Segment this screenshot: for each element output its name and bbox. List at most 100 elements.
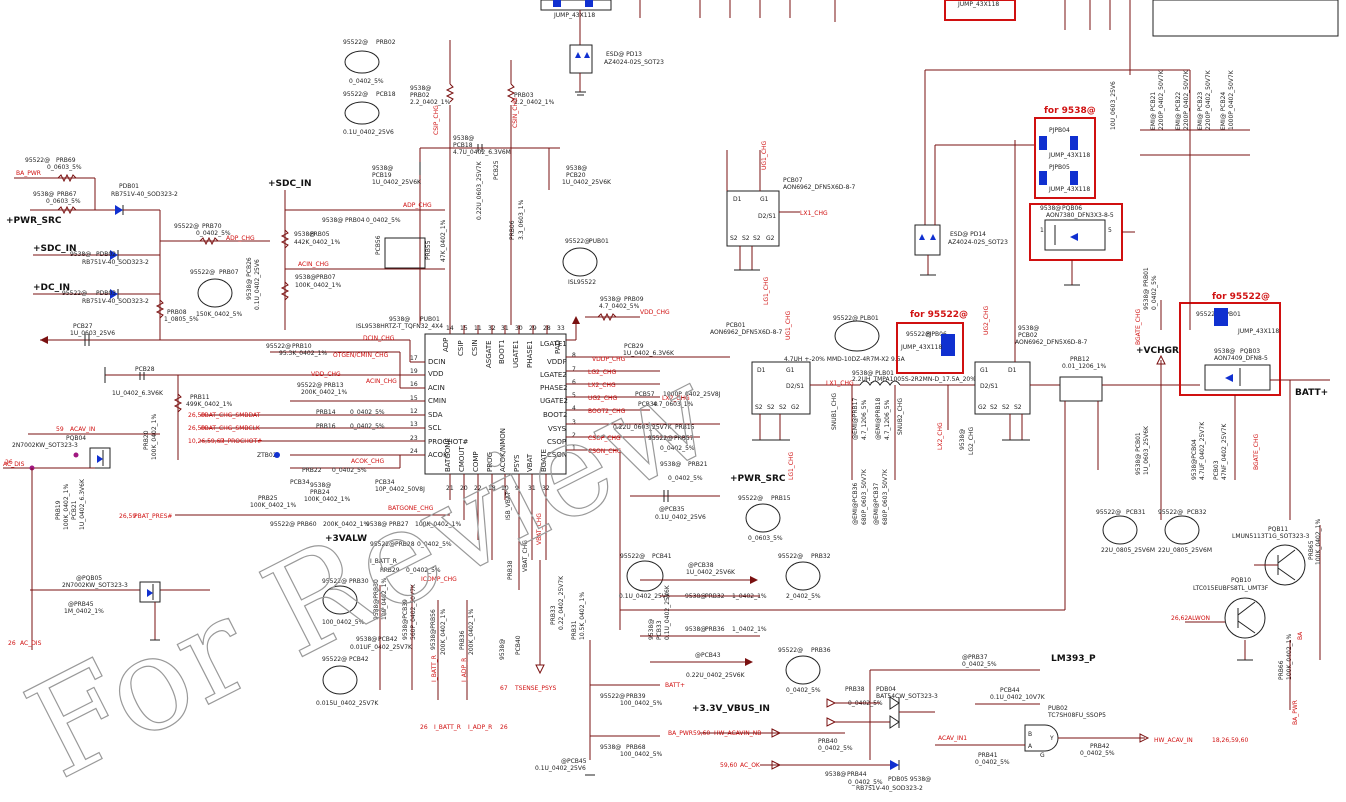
svg-text:PRB44: PRB44 [847,771,867,778]
svg-text:PJPB04: PJPB04 [1049,127,1070,134]
svg-text:S2: S2 [779,404,787,411]
svg-text:PRB12: PRB12 [1070,356,1090,363]
svg-text:LX1_CHG: LX1_CHG [800,210,828,217]
svg-text:ESD@ PD14: ESD@ PD14 [950,231,986,238]
svg-text:VDDP_CHG: VDDP_CHG [592,356,626,363]
svg-text:9538@: 9538@ [566,165,587,172]
svg-text:PRB57: PRB57 [674,435,694,442]
svg-text:PCB02: PCB02 [1018,332,1038,339]
svg-text:ACIN_CHG: ACIN_CHG [366,378,397,385]
svg-text:BOOT2_CHG: BOOT2_CHG [588,408,626,415]
svg-text:PCB42: PCB42 [378,636,398,643]
svg-text:SNUB2_CHG: SNUB2_CHG [897,398,904,435]
svg-text:RB751V-40_SOD323-2: RB751V-40_SOD323-2 [82,298,149,305]
lower-left-fets: 59 ACAV_IN PQB04 2N7002KW_SOT323-3 26 AC… [3,414,210,650]
svg-text:PJPB05: PJPB05 [1049,164,1070,171]
svg-text:A: A [1028,743,1033,750]
svg-text:PRB15: PRB15 [675,424,695,431]
svg-text:26: 26 [420,724,428,731]
svg-text:CSON: CSON [547,451,567,459]
svg-text:9538@PCB04: 9538@PCB04 [1191,439,1198,480]
svg-text:@EMI@PCB37: @EMI@PCB37 [873,483,880,525]
svg-text:@PQB05: @PQB05 [76,575,102,582]
svg-text:EMI@ PCB21: EMI@ PCB21 [1150,92,1157,130]
svg-text:LG2_CHG: LG2_CHG [588,369,617,376]
svg-text:18,26,59,60: 18,26,59,60 [1212,737,1248,744]
svg-text:PRB36: PRB36 [459,630,466,650]
svg-text:95522@: 95522@ [343,39,368,46]
svg-text:JUMP_43X118: JUMP_43X118 [957,1,999,8]
svg-text:9538@: 9538@ [410,85,431,92]
svg-text:PAD: PAD [554,340,562,354]
svg-text:B: B [1028,731,1032,738]
svg-text:DCIN: DCIN [428,358,446,366]
svg-text:CSIP_CHG: CSIP_CHG [433,105,440,135]
svg-text:PRB36: PRB36 [705,626,725,633]
svg-text:PBAT_PRES#: PBAT_PRES# [134,513,172,520]
svg-text:1U_0402_6.3V6K: 1U_0402_6.3V6K [112,390,164,397]
svg-text:AON7409_DFN8-5: AON7409_DFN8-5 [1214,355,1268,362]
svg-text:28: 28 [543,325,551,332]
svg-text:95522@: 95522@ [370,541,395,548]
svg-text:9538@: 9538@ [356,636,377,643]
svg-text:0.1U_0402_25V6: 0.1U_0402_25V6 [254,259,261,310]
svg-text:SCL: SCL [428,424,441,432]
svg-text:PRB20: PRB20 [143,430,150,450]
svg-text:10P_0402_50V8J: 10P_0402_50V8J [375,486,425,493]
svg-text:CMOUT: CMOUT [458,445,466,472]
svg-text:PRB10: PRB10 [292,343,312,350]
svg-text:1: 1 [572,445,576,452]
svg-text:+VCHGR: +VCHGR [1136,346,1179,356]
svg-text:UG1_CHG: UG1_CHG [761,140,768,170]
svg-text:VSYS: VSYS [548,425,567,433]
svg-text:@EMI@PRB18: @EMI@PRB18 [875,398,882,440]
svg-text:I_BATT_R: I_BATT_R [431,655,438,682]
chip-net-labels: OTGEN/CMIN_CHG ACIN_CHG VDD_CHG 95522@PR… [104,343,397,474]
svg-text:PCB56: PCB56 [375,235,382,255]
svg-text:HW_ACAV_IN: HW_ACAV_IN [1154,737,1193,744]
svg-text:LX2_CHG: LX2_CHG [937,422,944,450]
svg-text:PCB18: PCB18 [453,142,473,149]
svg-text:0_0402_5%: 0_0402_5% [332,467,367,474]
svg-text:PRB05: PRB05 [310,231,330,238]
svg-text:100_0402_1%: 100_0402_1% [381,577,388,620]
svg-text:499K_0402_1%: 499K_0402_1% [186,401,232,408]
svg-text:0_0402_5%: 0_0402_5% [196,230,231,237]
svg-text:PCB41: PCB41 [652,553,672,560]
svg-text:S2: S2 [1002,404,1010,411]
svg-text:VDD_CHG: VDD_CHG [640,309,670,316]
svg-text:ESD@ PD13: ESD@ PD13 [606,51,642,58]
svg-text:19: 19 [410,368,418,375]
svg-text:Y: Y [1049,735,1054,742]
svg-text:I_BATT_R: I_BATT_R [434,724,461,731]
svg-text:PRB29: PRB29 [380,567,400,574]
svg-text:PQB04: PQB04 [66,435,86,442]
svg-text:9538@PCB39: 9538@PCB39 [402,599,409,640]
svg-text:0_0402_5%: 0_0402_5% [366,217,401,224]
svg-text:D2/S1: D2/S1 [980,383,998,390]
svg-text:9538@ PRB01: 9538@ PRB01 [1143,267,1150,310]
svg-text:13: 13 [410,421,418,428]
svg-text:PCB32: PCB32 [1187,509,1207,516]
svg-text:2: 2 [572,432,576,439]
svg-text:9538@: 9538@ [372,165,393,172]
chip-prefix: 9538@ [389,316,410,323]
svg-text:JUMP_43X118: JUMP_43X118 [1048,152,1090,159]
svg-text:1U_0402_6.3V6K: 1U_0402_6.3V6K [623,350,675,357]
svg-text:9538@: 9538@ [70,251,91,258]
svg-text:PRB11: PRB11 [190,394,210,401]
svg-text:95522@: 95522@ [620,553,645,560]
svg-text:PUB01: PUB01 [589,238,609,245]
svg-text:BATGONE: BATGONE [444,438,452,472]
svg-text:CSIN_CHG: CSIN_CHG [512,97,519,128]
svg-text:4.7U_0402_6.3V6M: 4.7U_0402_6.3V6M [453,149,511,156]
svg-text:0.1U_0402_25V6: 0.1U_0402_25V6 [619,593,670,600]
svg-text:PCB20: PCB20 [566,172,586,179]
rail-sdc-in-2: +SDC_IN [268,179,311,189]
svg-text:PRB30: PRB30 [349,578,369,585]
svg-text:0_0402_5%: 0_0402_5% [406,567,441,574]
svg-text:0_0603_5%: 0_0603_5% [47,164,82,171]
svg-text:10U_0603_25V6: 10U_0603_25V6 [1110,81,1117,130]
svg-text:AON7380_DFN3X3-8-5: AON7380_DFN3X3-8-5 [1046,212,1114,219]
svg-text:10.5K_0402_1%: 10.5K_0402_1% [579,592,586,640]
